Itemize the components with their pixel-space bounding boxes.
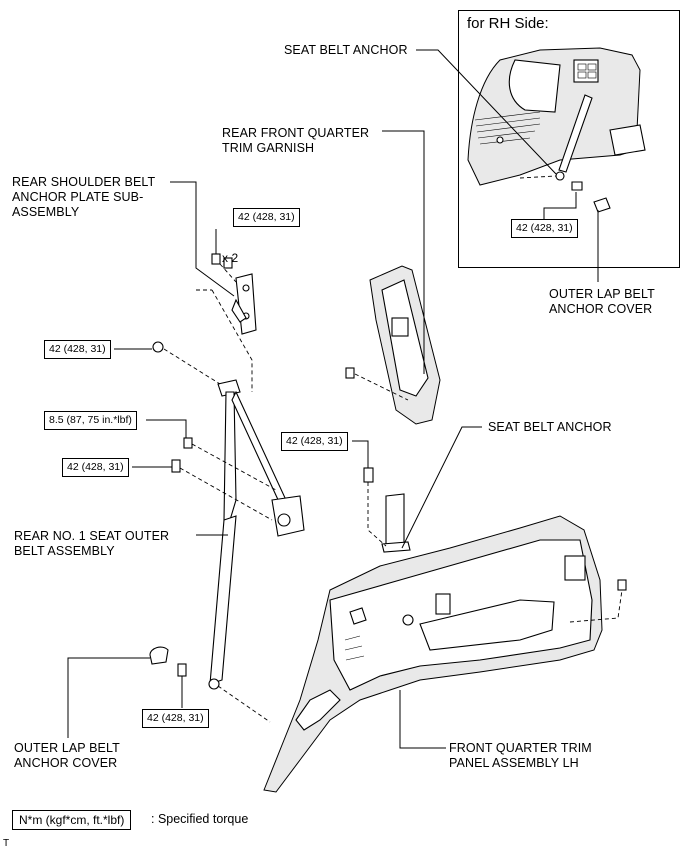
- assembly-lines: [163, 175, 623, 723]
- rear-no1-seat-outer-belt-label: REAR NO. 1 SEAT OUTER BELT ASSEMBLY: [14, 529, 170, 558]
- torque-legend-description: : Specified torque: [151, 812, 249, 826]
- torque-seat-belt-anchor-mid: 42 (428, 31): [281, 432, 348, 451]
- torque-small-bolt: 8.5 (87, 75 in.*lbf): [44, 411, 137, 430]
- seat-belt-anchor-top-label: SEAT BELT ANCHOR: [284, 43, 408, 57]
- rear-front-quarter-trim-garnish-label: REAR FRONT QUARTER TRIM GARNISH: [222, 126, 370, 155]
- outer-lap-belt-anchor-cover-left-label: OUTER LAP BELT ANCHOR COVER: [14, 741, 120, 770]
- rh-side-title: for RH Side:: [467, 15, 549, 32]
- rh-side-illustration: [467, 47, 646, 213]
- seat-belt-illustration: [149, 341, 305, 690]
- torque-unit-legend: N*m (kgf*cm, ft.*lbf): [12, 810, 132, 830]
- quarter-trim-panel-illustration: [263, 515, 627, 793]
- seat-belt-anchor-mid-label: SEAT BELT ANCHOR: [488, 420, 612, 434]
- torque-anchor-plate: 42 (428, 31): [233, 208, 300, 227]
- rear-shoulder-belt-anchor-plate-label: REAR SHOULDER BELT ANCHOR PLATE SUB- ASS…: [12, 175, 156, 219]
- rh-side-inset: for RH Side: 42 (428, 31): [458, 10, 680, 268]
- anchor-plate-illustration: [211, 253, 257, 335]
- anchor-plate-quantity: x 2: [222, 251, 239, 265]
- torque-lap-anchor: 42 (428, 31): [142, 709, 209, 728]
- outer-lap-belt-anchor-cover-right-label: OUTER LAP BELT ANCHOR COVER: [549, 287, 655, 316]
- front-quarter-trim-panel-label: FRONT QUARTER TRIM PANEL ASSEMBLY LH: [449, 741, 592, 770]
- trim-garnish-illustration: [345, 265, 441, 425]
- corner-mark: T: [3, 838, 10, 849]
- torque-upper-guide: 42 (428, 31): [44, 340, 111, 359]
- rh-side-torque-label: 42 (428, 31): [511, 219, 578, 238]
- torque-retractor: 42 (428, 31): [62, 458, 129, 477]
- leader-lines: [67, 49, 599, 749]
- mid-seat-belt-anchor-illustration: [363, 467, 411, 553]
